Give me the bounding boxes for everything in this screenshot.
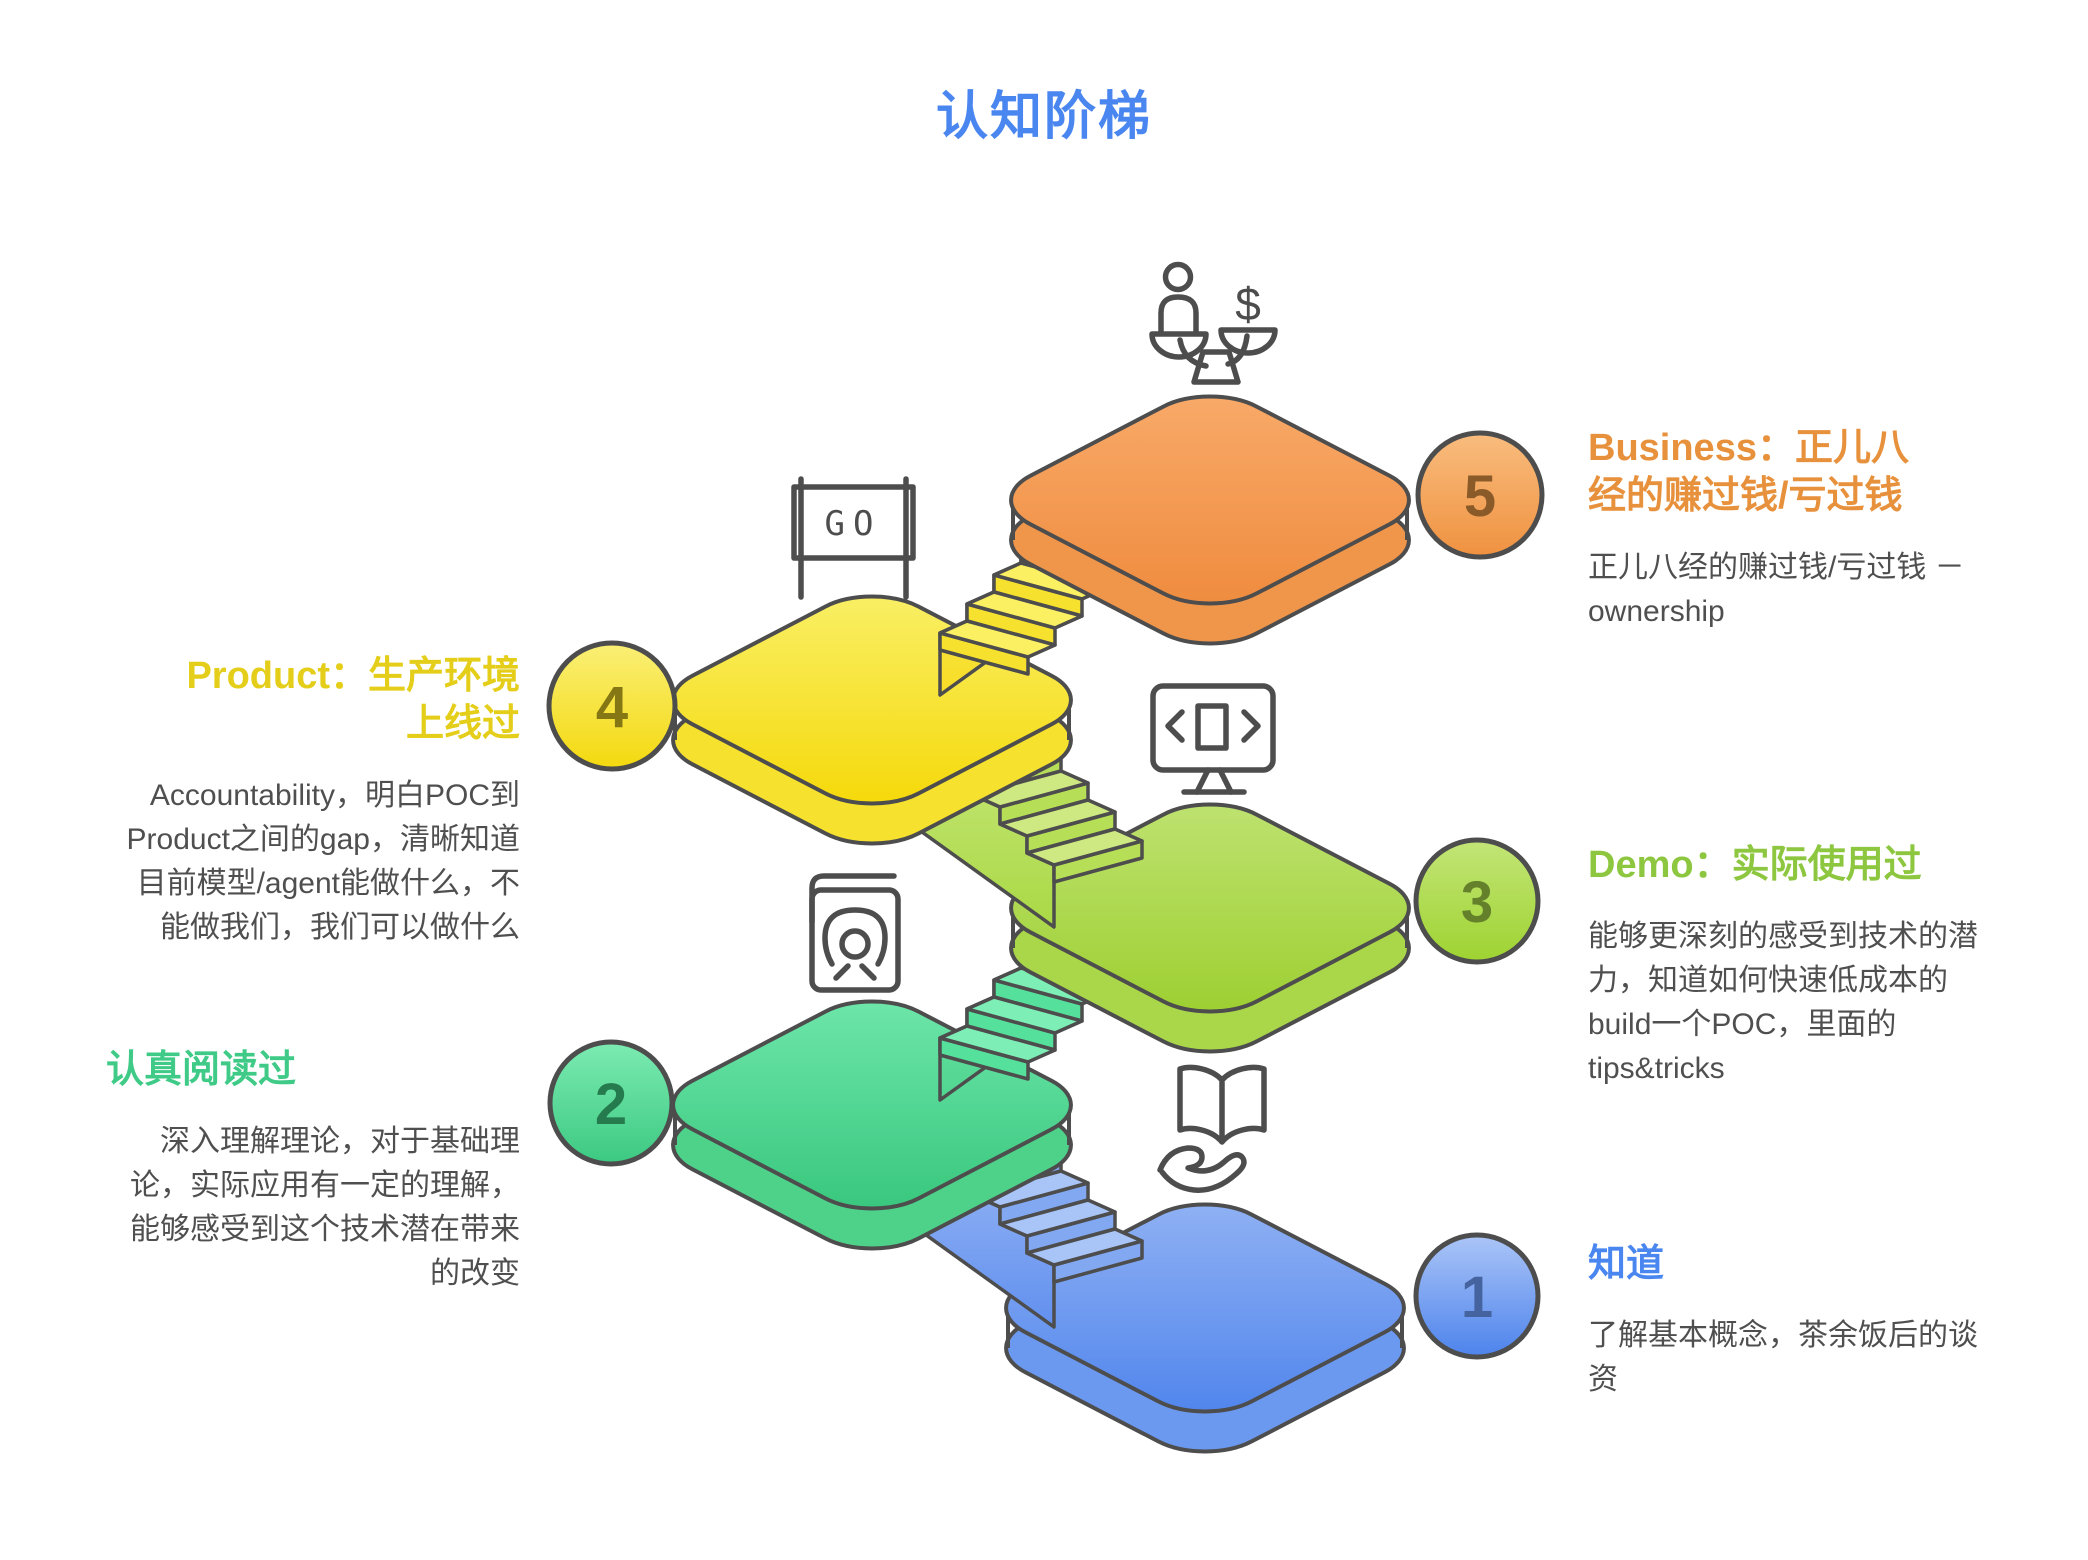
level-badge-3: 3 <box>1413 837 1541 965</box>
level-badge-5: 5 <box>1415 430 1545 560</box>
level-1-heading: 知道 <box>1588 1243 1665 1285</box>
balance-scale-icon: $ <box>1149 261 1278 385</box>
staircase-platform-level-5 <box>984 382 1437 657</box>
svg-text:$: $ <box>1235 278 1261 330</box>
level-badge-1: 1 <box>1413 1232 1541 1360</box>
go-sign-label: GO <box>825 504 882 544</box>
level-4-heading: Product：生产环境 上线过 <box>186 655 520 745</box>
level-2-description: 深入理解理论，对于基础理 论，实际应用有一定的理解， 能够感受到这个技术潜在带来… <box>130 1125 520 1290</box>
level-badge-4: 4 <box>546 640 678 772</box>
level-2-heading: 认真阅读过 <box>106 1049 297 1091</box>
svg-text:1: 1 <box>1461 1265 1493 1330</box>
level-5-description: 正儿八经的赚过钱/亏过钱 － ownership <box>1588 551 1965 628</box>
level-3-description: 能够更深刻的感受到技术的潜 力，知道如何快速低成本的 build一个POC，里面… <box>1588 920 1978 1085</box>
svg-text:3: 3 <box>1461 870 1493 935</box>
svg-text:2: 2 <box>595 1072 627 1137</box>
level-1-text-block: 知道 了解基本概念，茶余饭后的谈 资 <box>1588 1240 2034 1402</box>
go-sign-icon: GO <box>791 476 916 600</box>
level-4-text-block: Product：生产环境 上线过 Accountability，明白POC到 P… <box>106 652 520 950</box>
level-5-text-block: Business：正儿八 经的赚过钱/亏过钱 正儿八经的赚过钱/亏过钱 － ow… <box>1588 424 2034 634</box>
staircase-platform-level-4 <box>646 582 1099 857</box>
level-2-text-block: 认真阅读过 深入理解理论，对于基础理 论，实际应用有一定的理解， 能够感受到这个… <box>106 1046 520 1296</box>
level-4-description: Accountability，明白POC到 Product之间的gap，清晰知道… <box>126 779 520 944</box>
level-badge-2: 2 <box>547 1039 675 1167</box>
level-1-description: 了解基本概念，茶余饭后的谈 资 <box>1588 1319 1978 1396</box>
reading-book-icon <box>809 873 901 993</box>
svg-text:4: 4 <box>596 675 628 740</box>
book-on-hand-icon <box>1157 1064 1267 1193</box>
level-3-text-block: Demo：实际使用过 能够更深刻的感受到技术的潜 力，知道如何快速低成本的 bu… <box>1588 841 2034 1091</box>
page-title: 认知阶梯 <box>935 88 1152 146</box>
level-3-heading: Demo：实际使用过 <box>1588 844 1922 886</box>
svg-text:5: 5 <box>1464 464 1496 529</box>
monitor-code-icon <box>1150 683 1276 795</box>
level-5-heading: Business：正儿八 经的赚过钱/亏过钱 <box>1588 427 1909 517</box>
